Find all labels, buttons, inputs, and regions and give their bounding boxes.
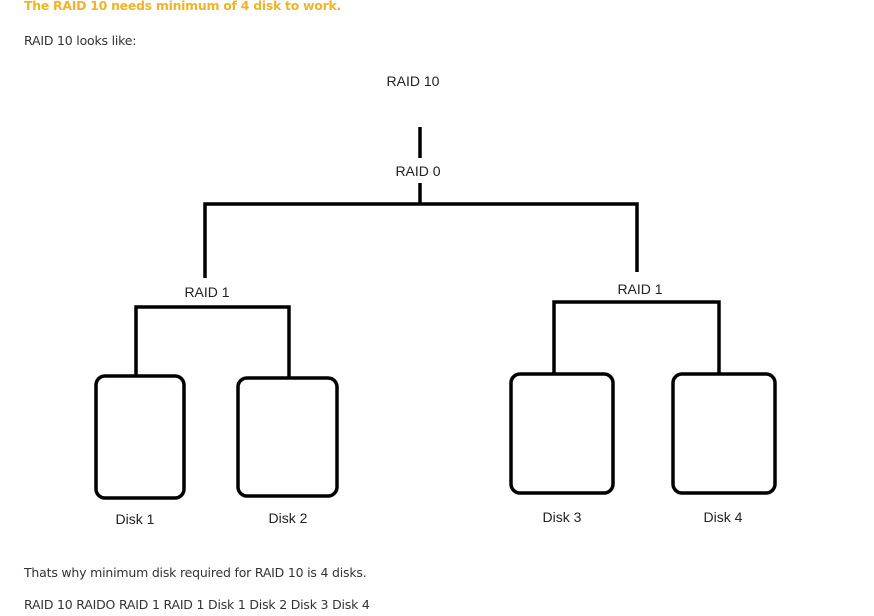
label-disk-3: Disk 3 xyxy=(543,509,582,525)
intro-text: RAID 10 looks like: xyxy=(24,33,137,48)
label-raid10: RAID 10 xyxy=(387,73,440,89)
label-disk-4: Disk 4 xyxy=(704,509,743,525)
label-disk-2: Disk 2 xyxy=(269,510,308,526)
disk-2-icon xyxy=(236,376,339,498)
disk-4-icon xyxy=(671,372,777,495)
image-alt-text: RAID 10 RAIDO RAID 1 RAID 1 Disk 1 Disk … xyxy=(24,597,370,612)
disk-1-icon xyxy=(94,374,186,500)
label-raid0: RAID 0 xyxy=(395,163,440,179)
conclusion-text: Thats why minimum disk required for RAID… xyxy=(24,565,367,580)
raid0-bus xyxy=(203,202,639,278)
raid1-left-bus xyxy=(134,305,291,378)
heading-note: The RAID 10 needs minimum of 4 disk to w… xyxy=(24,0,341,13)
disk-3-icon xyxy=(509,372,615,495)
raid1-right-bus xyxy=(552,300,721,374)
label-raid1-right: RAID 1 xyxy=(617,281,662,297)
label-raid1-left: RAID 1 xyxy=(184,284,229,300)
label-disk-1: Disk 1 xyxy=(116,511,155,527)
